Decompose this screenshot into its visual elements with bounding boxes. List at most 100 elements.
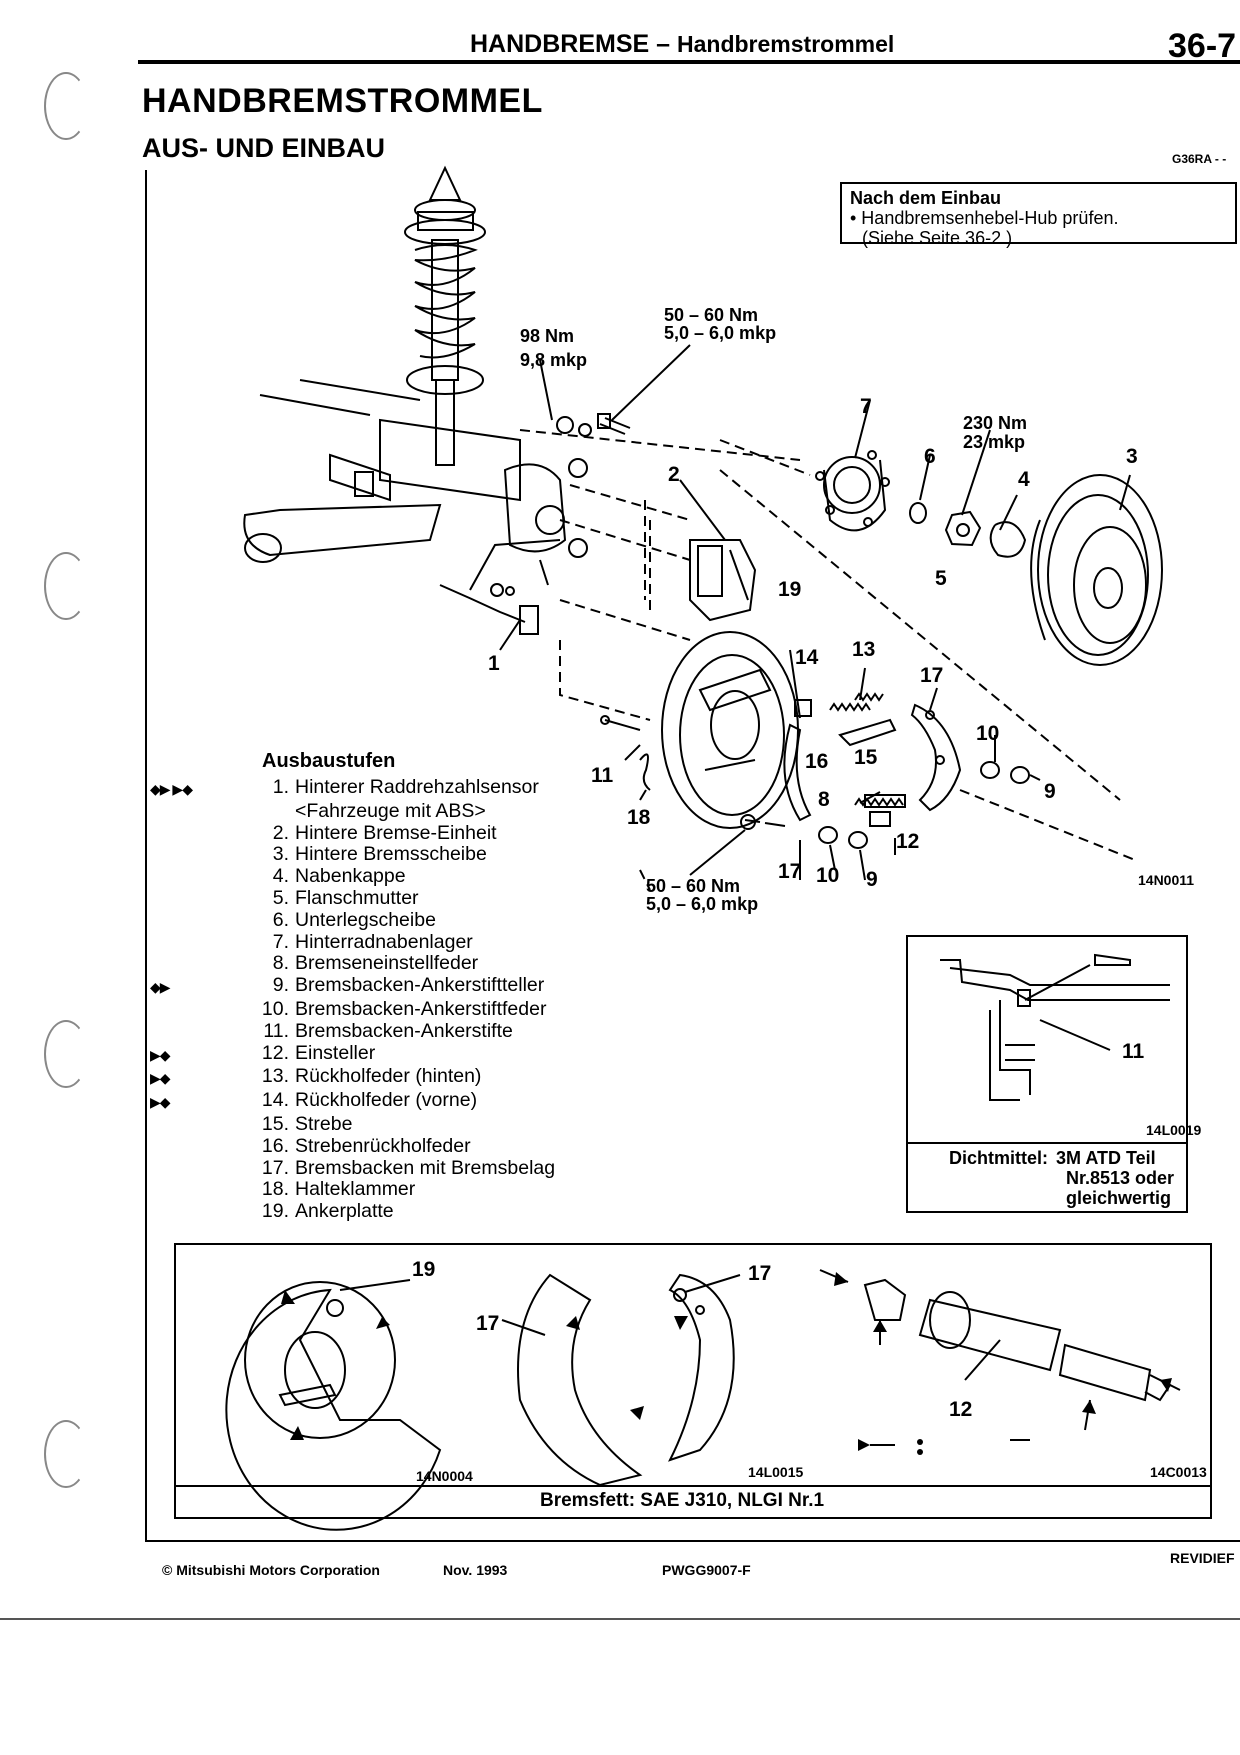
step-item: ▶◆14.Rückholfeder (vorne)	[150, 1089, 555, 1114]
callout-1: 1	[488, 652, 500, 675]
figure-code-adjuster: 14C0013	[1150, 1464, 1207, 1480]
footer-date: Nov. 1993	[443, 1562, 508, 1578]
step-item: 15. Strebe	[150, 1112, 555, 1136]
step-item: 2.Hintere Bremse-Einheit	[150, 821, 555, 845]
step-number: 15.	[261, 1112, 289, 1135]
step-number: 6.	[272, 908, 289, 931]
callout-2: 2	[668, 463, 680, 486]
torque-98-nm: 98 Nm	[520, 326, 575, 346]
callout-11a: 11	[591, 764, 614, 787]
step-text: Bremsbacken mit Bremsbelag	[295, 1156, 556, 1179]
footer-rule	[145, 1540, 1240, 1542]
step-text: Strebe	[295, 1112, 353, 1135]
callout-15: 15	[854, 746, 878, 769]
callout-19a: 19	[778, 578, 802, 601]
steps-list: ◆▶ ▶◆ 1. Hinterer Raddrehzahlsensor <Fahrz…	[150, 776, 556, 1223]
callout-9b: 9	[866, 868, 878, 891]
step-number: 1.	[272, 776, 289, 798]
step-item: 18.Halteklammer	[150, 1179, 555, 1201]
torque-230-mkp: 23 mkp	[963, 432, 1026, 452]
sealant-line2: Nr.8513 oder	[1066, 1168, 1175, 1188]
step-text: Halteklammer	[295, 1178, 416, 1201]
step-item: ▶◆13.Rückholfeder (hinten)	[150, 1066, 555, 1090]
sealant-detail-box	[906, 935, 1188, 1213]
callout-11b: 11	[1122, 1040, 1145, 1063]
step-marks	[150, 1158, 255, 1180]
figure-code-seal: 14L0019	[1146, 1122, 1202, 1138]
callout-6: 6	[924, 445, 936, 468]
step-item: ◆▶ ▶◆ 1. Hinterer Raddrehzahlsensor	[150, 776, 555, 801]
step-marks	[150, 1136, 255, 1158]
step-marks	[150, 844, 255, 866]
step-text: Hinterer Raddrehzahlsensor	[295, 776, 539, 798]
after-install-box: Nach dem Einbau • Handbremsenhebel-Hub p…	[840, 182, 1237, 248]
sealant-line1: 3M ATD Teil	[1056, 1148, 1156, 1168]
header-rule	[138, 60, 1240, 64]
figure-code-shoes: 14L0015	[748, 1464, 804, 1480]
callout-8: 8	[818, 788, 830, 811]
step-number: 8.	[272, 952, 289, 975]
step-text: <Fahrzeuge mit ABS>	[295, 799, 486, 822]
step-number: 14.	[261, 1089, 289, 1112]
steps-title: Ausbaustufen	[262, 750, 396, 772]
step-marks	[150, 1021, 255, 1043]
figure-code-plate: 14N0004	[416, 1468, 473, 1484]
sealant-spec: Dichtmittel:3M ATD Teil Nr.8513 oder gle…	[908, 1142, 1186, 1208]
running-header: HANDBREMSE – Handbremstrommel	[470, 30, 894, 59]
reference-code: G36RA - -	[1172, 152, 1227, 166]
step-item: <Fahrzeuge mit ABS>	[150, 799, 555, 823]
step-marks: ◆▶ ▶◆	[150, 781, 193, 797]
step-marks	[150, 888, 255, 910]
step-marks	[150, 866, 255, 888]
step-marks	[150, 1179, 255, 1201]
step-text: Bremsbacken-Ankerstiftteller	[295, 974, 545, 997]
footer-copyright: © Mitsubishi Motors Corporation	[162, 1562, 380, 1578]
footer-code: PWGG9007-F	[662, 1562, 751, 1578]
strut-top	[428, 165, 462, 201]
step-item: ◆▶ 9. Bremsbacken-Ankerstiftteller	[150, 974, 555, 999]
page-title: HANDBREMSTROMMEL	[142, 82, 543, 120]
step-item: 11.Bremsbacken-Ankerstifte	[150, 1020, 555, 1043]
header-subsection: Handbremstrommel	[677, 31, 895, 57]
callout-12b: 12	[949, 1398, 973, 1421]
step-item: 7.Hinterradnabenlager	[150, 930, 555, 954]
step-marks	[150, 910, 255, 932]
step-item: 8. Bremseneinstellfeder	[150, 953, 555, 975]
step-item: 4. Nabenkappe	[150, 865, 555, 888]
step-text: Nabenkappe	[295, 865, 406, 888]
step-number	[255, 801, 289, 823]
step-marks	[150, 1114, 255, 1136]
step-text: Bremseneinstellfeder	[295, 952, 479, 975]
callout-5: 5	[935, 567, 947, 590]
sealant-label: Dichtmittel:	[949, 1148, 1048, 1168]
grease-spec-bar	[174, 1485, 1212, 1519]
step-number: 4.	[272, 865, 289, 888]
page-number: 36-7	[1168, 27, 1237, 65]
figure-code-main: 14N0011	[1138, 872, 1195, 888]
torque-230-nm: 230 Nm	[963, 413, 1028, 433]
step-text: Strebenrückholfeder	[295, 1134, 471, 1157]
binder-hole	[44, 1020, 88, 1088]
torque-50-top-mkp: 5,0 – 6,0 mkp	[664, 323, 777, 343]
torque-50-bottom-nm: 50 – 60 Nm	[646, 876, 741, 896]
callout-17b: 17	[778, 860, 802, 883]
page-bottom-rule	[0, 1618, 1240, 1620]
callout-10a: 10	[976, 722, 1000, 745]
step-text: Rückholfeder (hinten)	[295, 1065, 482, 1088]
step-item: 16.Strebenrückholfeder	[150, 1134, 555, 1158]
step-marks	[150, 1201, 255, 1223]
step-number: 17.	[261, 1156, 289, 1179]
header-section: HANDBREMSE	[470, 30, 650, 58]
torque-98-mkp: 9,8 mkp	[520, 350, 588, 370]
step-number: 9.	[272, 974, 289, 997]
step-text: Hinterradnabenlager	[295, 930, 473, 953]
step-text: Hintere Bremsscheibe	[295, 843, 487, 866]
step-text: Bremsbacken-Ankerstiftfeder	[295, 997, 547, 1020]
binder-hole	[44, 552, 88, 620]
header-dash: –	[656, 30, 671, 58]
step-marks: ◆▶	[150, 979, 171, 996]
step-item: 5.Flanschmutter	[150, 887, 555, 910]
callout-13: 13	[852, 638, 876, 661]
step-number: 2.	[272, 821, 289, 844]
